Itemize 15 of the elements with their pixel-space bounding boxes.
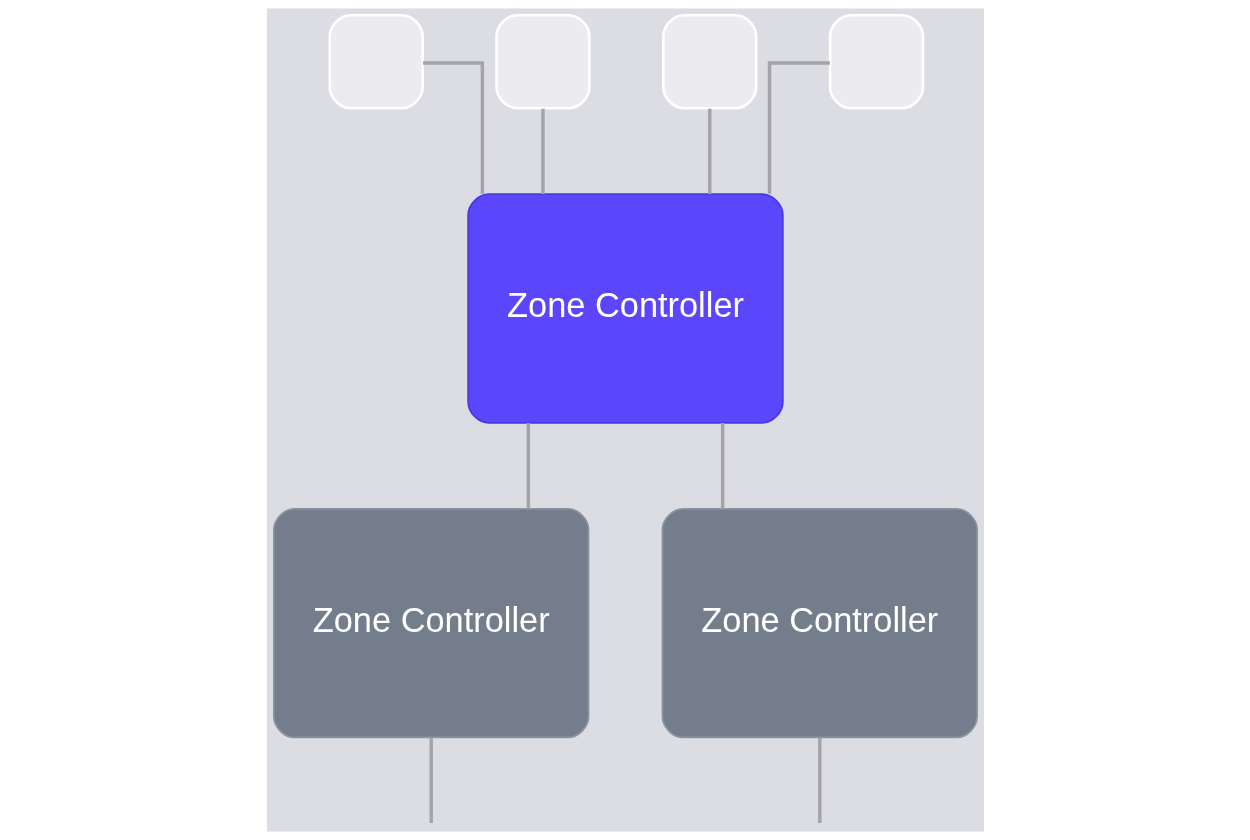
node-box (327, 14, 424, 110)
connector (817, 737, 821, 823)
connector (540, 108, 545, 195)
node-box: Zone Controller (466, 193, 784, 424)
node-box (661, 14, 757, 110)
connector (707, 108, 711, 195)
connector (422, 61, 484, 194)
node-box: Zone Controller (272, 507, 589, 739)
connector (429, 737, 433, 823)
connector (767, 61, 830, 194)
node-box (828, 14, 924, 110)
connector (720, 422, 724, 509)
node-box: Zone Controller (661, 507, 978, 739)
node-box (494, 14, 591, 110)
connector (526, 422, 530, 509)
